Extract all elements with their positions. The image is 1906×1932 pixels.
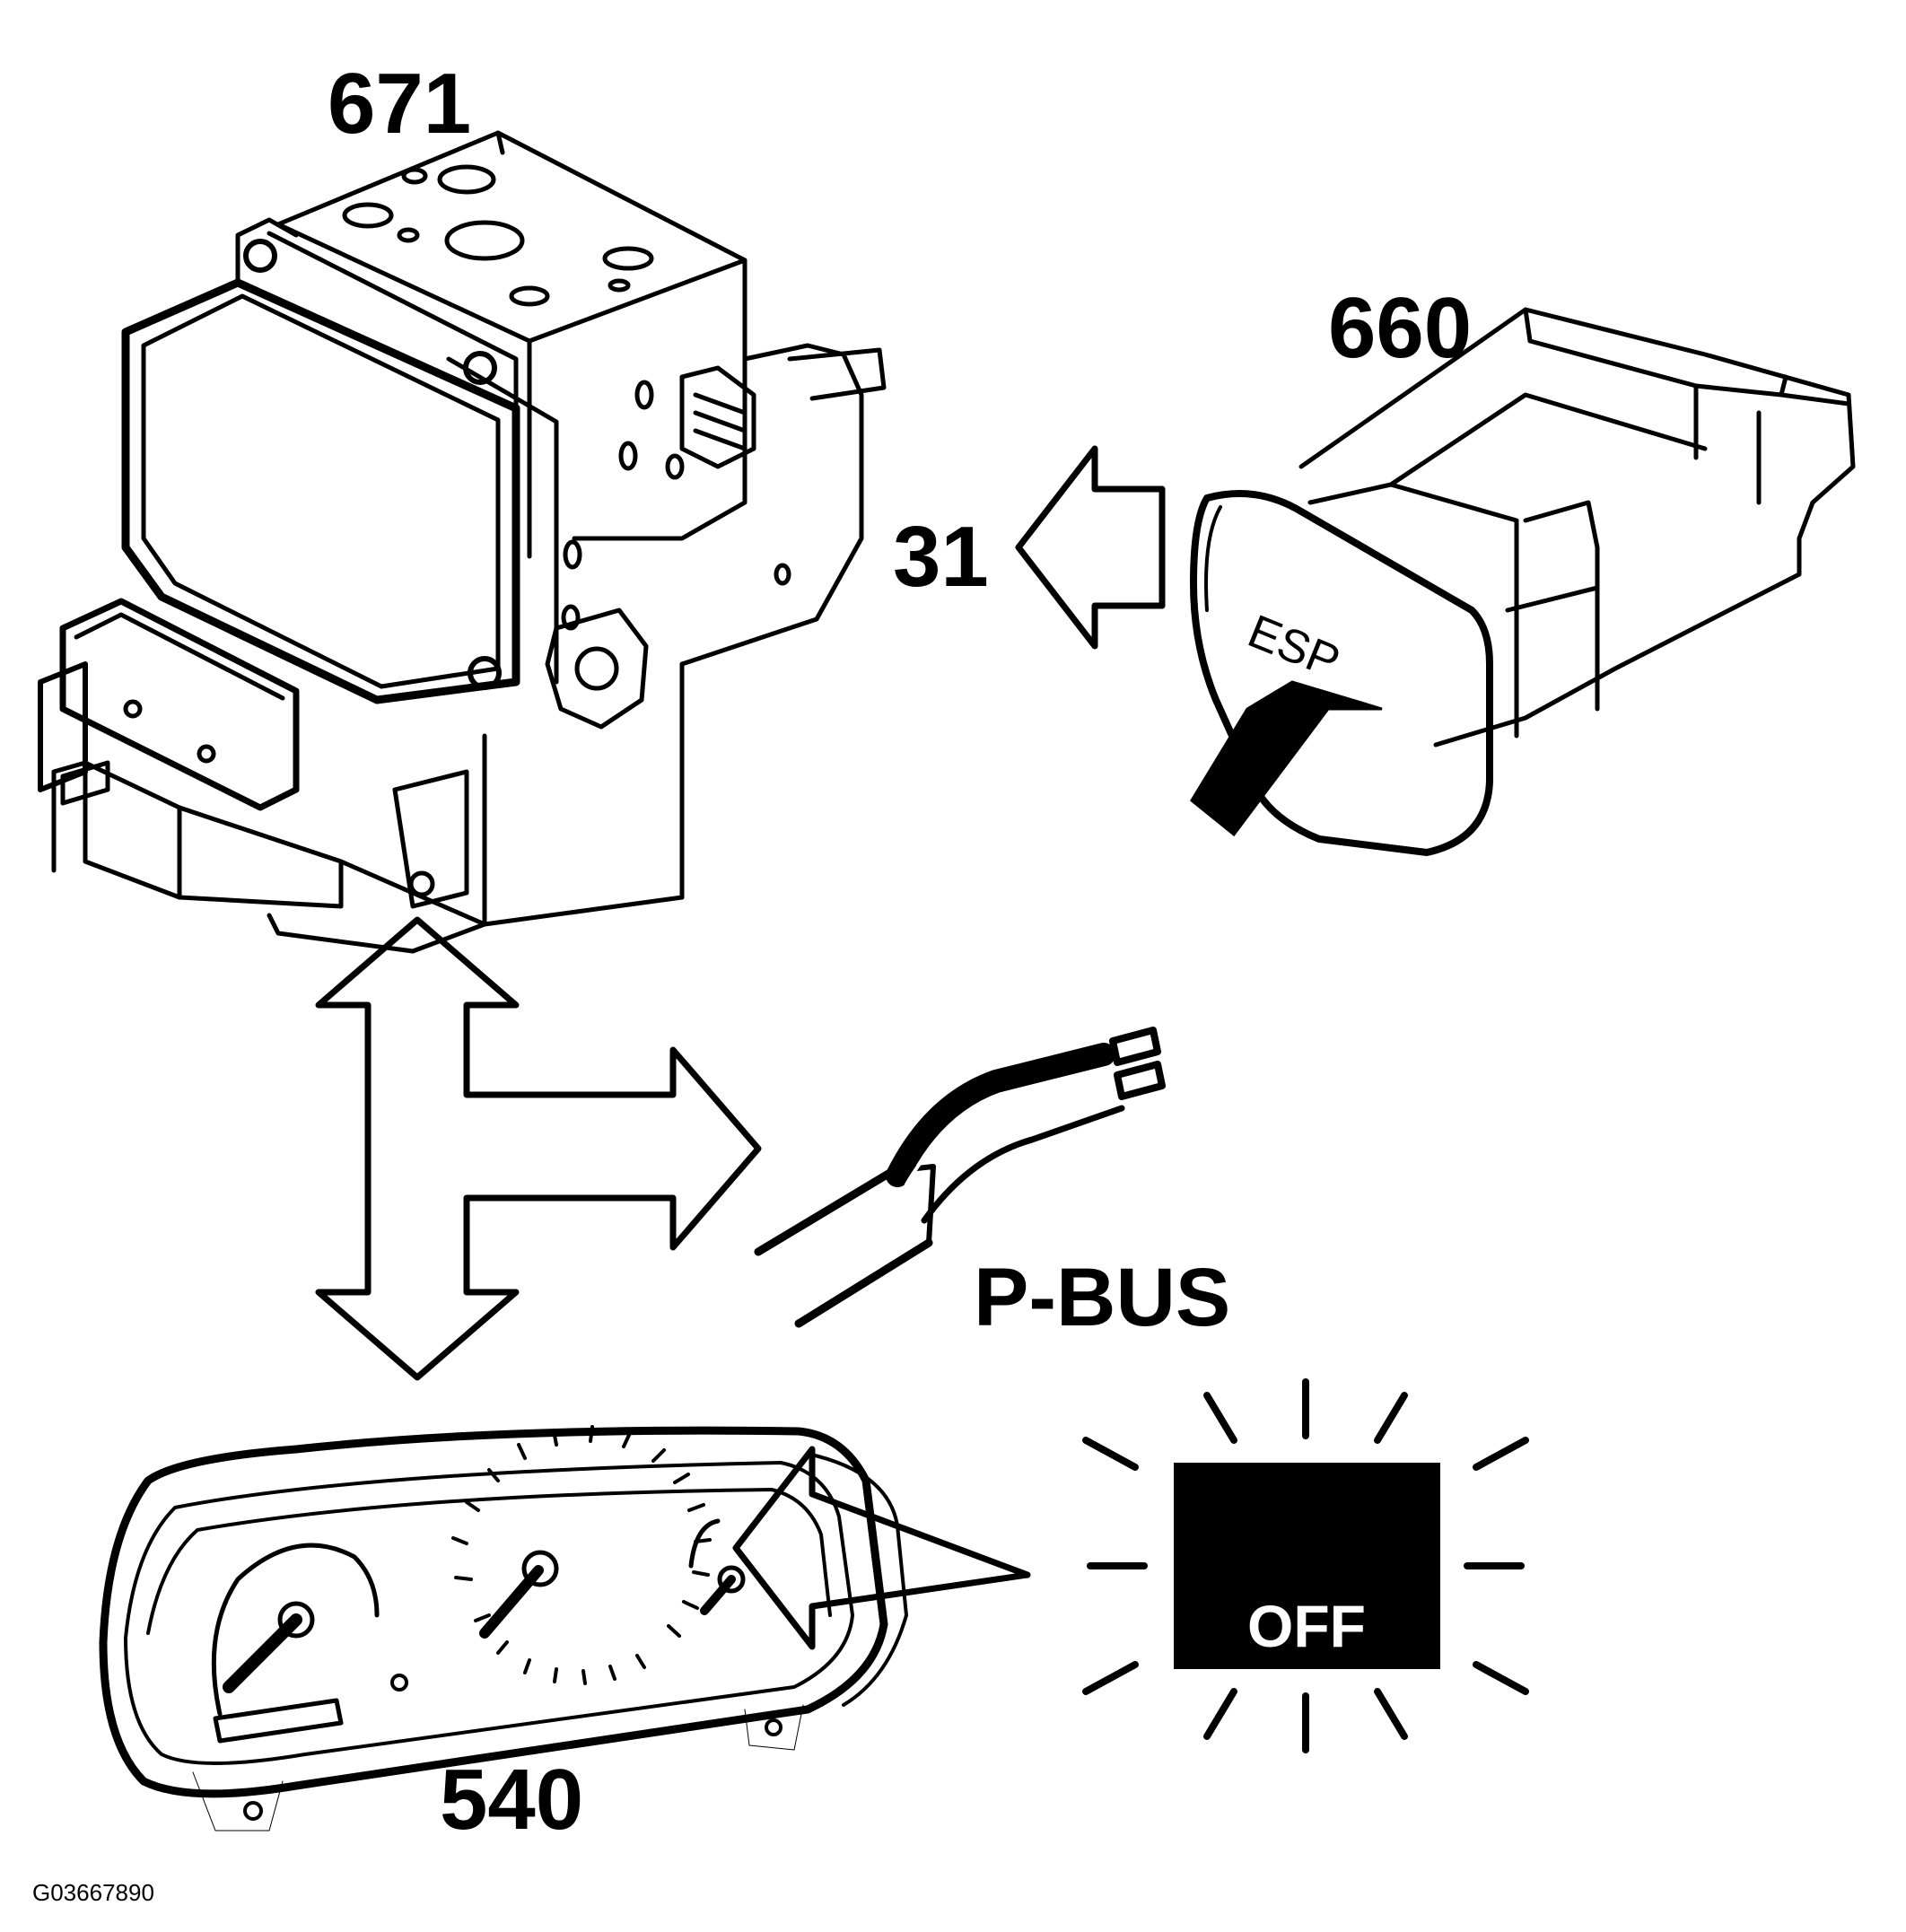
label-instrument-cluster: 540 — [440, 1752, 583, 1848]
signal-arrow-module-cluster-bus — [315, 916, 762, 1381]
press-arrow — [1190, 680, 1383, 837]
label-p-bus: P-BUS — [974, 1252, 1230, 1343]
indicator-panel — [1174, 1463, 1440, 1669]
indicator-glow-rays — [1082, 1378, 1529, 1753]
abs-control-module — [38, 130, 887, 954]
indicator-arrow — [732, 1446, 1031, 1650]
figure-code: G03667890 — [32, 1879, 154, 1906]
signal-arrow-switch-to-module — [1015, 445, 1166, 650]
label-esp-switch: 660 — [1328, 280, 1472, 376]
p-bus-cable — [754, 1027, 1166, 1328]
esp-switch: ESP — [1190, 307, 1856, 856]
esp-switch-label: ESP — [1241, 605, 1347, 688]
esp-off-indicator: OFF — [1082, 1378, 1529, 1753]
indicator-off-label: OFF — [1247, 1593, 1366, 1659]
label-ground: 31 — [893, 509, 989, 605]
label-abs-module: 671 — [328, 56, 471, 152]
skid-car-icon — [1242, 1474, 1371, 1588]
